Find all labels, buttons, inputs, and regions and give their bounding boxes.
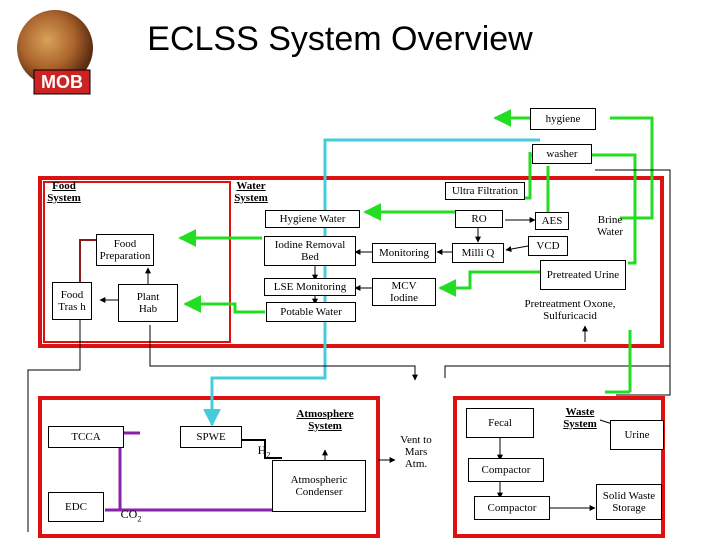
hygiene-water-box: Hygiene Water xyxy=(265,210,360,228)
water-system-title: Water System xyxy=(234,180,268,204)
compactor-label-2: Compactor xyxy=(487,502,537,514)
plant-hab-label: Plant Hab xyxy=(136,291,160,315)
lse-monitoring-box: LSE Monitoring xyxy=(264,278,356,296)
waste-system-title: Waste System xyxy=(563,406,597,430)
potable-water-label: Potable Water xyxy=(280,306,342,318)
lower-left-subsystem-border xyxy=(38,396,380,538)
food-preparation-box: Food Preparation xyxy=(96,234,154,266)
plant-hab-box: Plant Hab xyxy=(118,284,178,322)
atmosphere-system-title: Atmosphere System xyxy=(296,408,354,432)
pretreat-to-mcv xyxy=(438,270,540,297)
h2-subscript: 2 xyxy=(266,450,271,460)
co2-subscript: 2 xyxy=(137,514,142,524)
solid-waste-storage-label: Solid Waste Storage xyxy=(602,490,656,514)
page-title: ECLSS System Overview xyxy=(147,20,533,58)
ro-label: RO xyxy=(471,213,487,225)
urine-label: Urine xyxy=(624,429,650,441)
food-preparation-label: Food Preparation xyxy=(99,238,151,262)
tcca-label: TCCA xyxy=(71,431,101,443)
logo-badge xyxy=(33,69,91,95)
compactor-box-1: Compactor xyxy=(468,458,544,482)
h2-text: H xyxy=(257,443,267,457)
pretreated-urine-label: Pretreated Urine xyxy=(546,269,620,281)
ro-box: RO xyxy=(455,210,503,228)
atmospheric-condenser-label: Atmospheric Condenser xyxy=(290,474,348,498)
ultra-filtration-box: Ultra Filtration xyxy=(445,182,525,200)
mcv-iodine-box: MCV Iodine xyxy=(372,278,436,306)
aes-box: AES xyxy=(535,212,569,230)
aes-label: AES xyxy=(541,215,563,227)
vent-label: Vent to Mars Atm. xyxy=(400,434,432,470)
spwe-box: SPWE xyxy=(180,426,242,448)
monitoring-box: Monitoring xyxy=(372,243,436,263)
spwe-label: SPWE xyxy=(196,431,226,443)
tcca-box: TCCA xyxy=(48,426,124,448)
h2-label: H2 xyxy=(252,444,276,461)
urine-box: Urine xyxy=(610,420,664,450)
urine-line xyxy=(616,366,671,396)
food-trash-box: Food Tras h xyxy=(52,282,92,320)
pretreatment-label: Pretreatment Oxone, Sulfuricacid xyxy=(524,298,616,322)
fecal-box: Fecal xyxy=(466,408,534,438)
hygiene-label: hygiene xyxy=(545,113,581,125)
washer-green-loop xyxy=(592,153,637,265)
milli-q-label: Milli Q xyxy=(461,247,495,259)
potable-water-box: Potable Water xyxy=(266,302,356,322)
food-trash-to-waste xyxy=(27,318,81,532)
brine-water-label: Brine Water xyxy=(597,214,623,238)
vcd-to-milliq xyxy=(505,245,529,252)
food-trash-label: Food Tras h xyxy=(58,289,86,313)
hygiene-box: hygiene xyxy=(530,108,596,130)
co2-label: CO2 xyxy=(116,508,146,525)
solid-waste-storage-box: Solid Waste Storage xyxy=(596,484,662,520)
lse-monitoring-label: LSE Monitoring xyxy=(273,281,347,293)
atmospheric-condenser-box: Atmospheric Condenser xyxy=(272,460,366,512)
co2-text: CO xyxy=(120,507,138,521)
vcd-label: VCD xyxy=(536,240,560,252)
iodine-removal-bed-box: Iodine Removal Bed xyxy=(264,236,356,266)
washer-label: washer xyxy=(546,148,578,160)
food-system-inner-border xyxy=(43,181,231,343)
food-system-title: Food System xyxy=(47,180,81,204)
hygiene-return-line xyxy=(610,116,654,220)
compactor-box-2: Compactor xyxy=(474,496,550,520)
washer-box: washer xyxy=(532,144,592,164)
co2-line xyxy=(105,431,140,512)
mars-planet xyxy=(17,10,93,86)
pretreated-urine-box: Pretreated Urine xyxy=(540,260,626,290)
fecal-label: Fecal xyxy=(488,417,512,429)
lower-right-subsystem-border xyxy=(453,396,665,538)
hygiene-water-label: Hygiene Water xyxy=(279,213,346,225)
vcd-box: VCD xyxy=(528,236,568,256)
edc-box: EDC xyxy=(48,492,104,522)
plant-down-line xyxy=(149,325,418,381)
edc-label: EDC xyxy=(65,501,87,513)
ultra-filtration-label: Ultra Filtration xyxy=(451,185,519,197)
iodine-removal-bed-label: Iodine Removal Bed xyxy=(274,239,346,263)
potable-to-plant xyxy=(183,295,265,314)
mcv-iodine-label: MCV Iodine xyxy=(389,280,419,304)
upper-subsystem-border xyxy=(38,176,664,348)
compactor-label-1: Compactor xyxy=(481,464,531,476)
h2-line xyxy=(240,439,282,459)
monitoring-label: Monitoring xyxy=(378,247,430,259)
milli-q-box: Milli Q xyxy=(452,243,504,263)
co2-condenser-line xyxy=(120,490,287,512)
logo-text: MOB xyxy=(41,72,83,92)
